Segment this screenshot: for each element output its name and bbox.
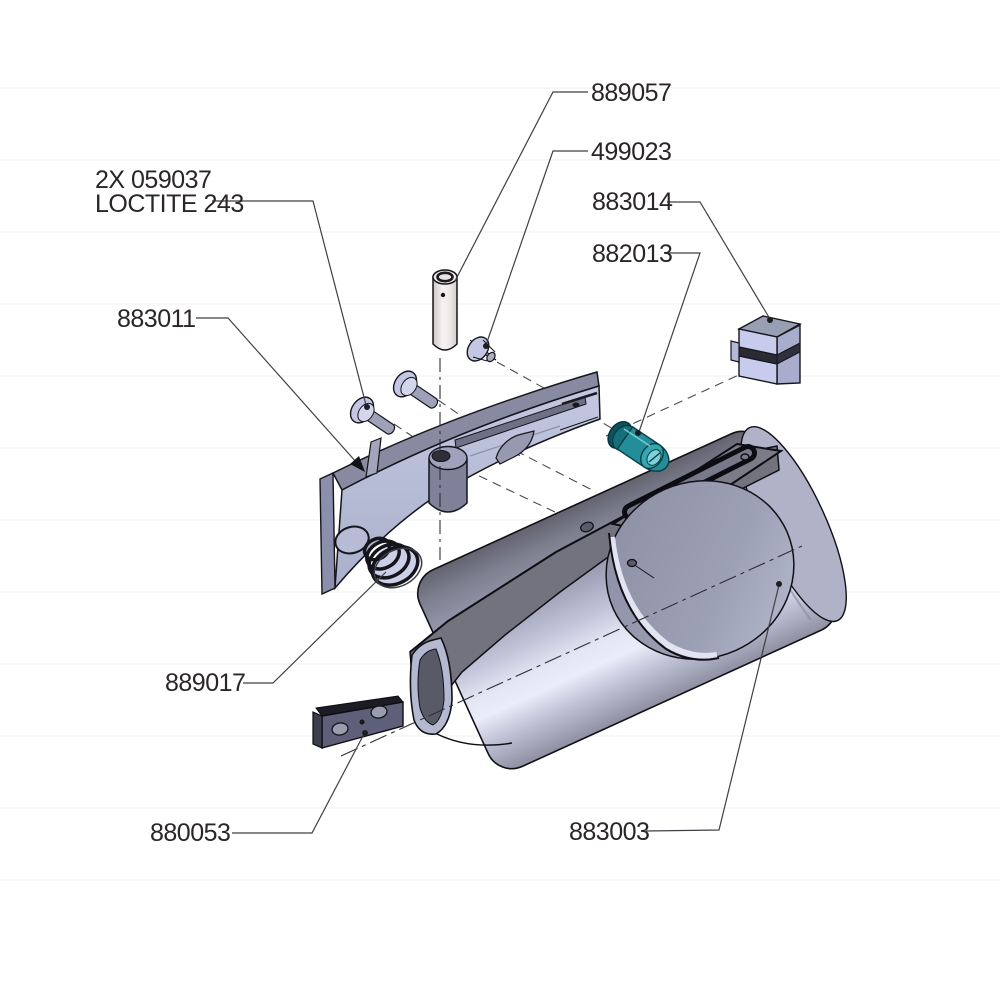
pan-screw-a	[349, 396, 396, 435]
leader-arrowhead-883011	[350, 456, 365, 472]
leader-dot-880053	[362, 730, 368, 736]
part-plate-880053	[312, 695, 404, 749]
leader-dot-059037	[364, 404, 370, 410]
callout-889017: 889017	[165, 571, 387, 697]
part-arm-883011	[319, 371, 601, 596]
callout-883014: 883014	[592, 188, 773, 323]
leader-line-889057	[454, 91, 588, 282]
housing-bore-lobe	[605, 480, 795, 661]
centerlines	[340, 358, 803, 757]
arm-tab	[365, 437, 382, 478]
leader-line-882013	[638, 252, 701, 433]
leader-dot-882013	[635, 430, 641, 436]
leader-line-499023	[485, 150, 588, 346]
housing-hole	[580, 521, 594, 533]
leader-line-059037	[212, 200, 367, 406]
arm-pivot-boss	[428, 445, 468, 513]
part-pin-889057	[432, 269, 458, 351]
part-spring-889017	[362, 536, 423, 589]
part-number-label-499023: 499023	[591, 138, 671, 166]
callout-882013: 882013	[592, 240, 701, 436]
callout-889057: 889057	[454, 79, 672, 282]
pan-screw-b	[392, 370, 439, 409]
part-block-883014	[730, 315, 802, 385]
part-bushing-882013	[607, 420, 670, 472]
callout-883011: 883011	[117, 305, 365, 472]
leader-line-883003	[645, 584, 780, 832]
leader-line-883011	[196, 317, 358, 464]
part-flat-screw-499023	[466, 336, 497, 363]
part-housing-883003	[409, 426, 847, 770]
part-number-label-889057: 889057	[591, 79, 671, 107]
housing-open-mouth	[409, 637, 453, 736]
leader-line-880053	[232, 733, 365, 834]
part-screws-059037	[349, 370, 439, 435]
leader-line-883014	[667, 201, 771, 320]
arm-oval-hole	[334, 525, 370, 555]
part-number-label-889017: 889017	[165, 669, 245, 697]
callout-499023: 499023	[483, 138, 672, 349]
part-number-label-883003: 883003	[569, 818, 649, 846]
arm-end-hole	[572, 402, 580, 408]
part-number-label-883011: 883011	[117, 305, 196, 333]
callout-880053: 880053	[150, 730, 368, 847]
leader-line-889017	[243, 571, 387, 684]
housing-hole	[626, 558, 638, 568]
arm-finger-tab	[495, 430, 535, 465]
callout-883003: 883003	[569, 581, 782, 846]
leader-dot-883014	[767, 317, 773, 323]
leader-dot-883003	[776, 581, 782, 587]
leader-dot-499023	[483, 343, 489, 349]
part-number-label-883014: 883014	[592, 188, 673, 216]
part-number-label-882013: 882013	[592, 240, 672, 268]
part-number-label-880053: 880053	[150, 819, 230, 847]
